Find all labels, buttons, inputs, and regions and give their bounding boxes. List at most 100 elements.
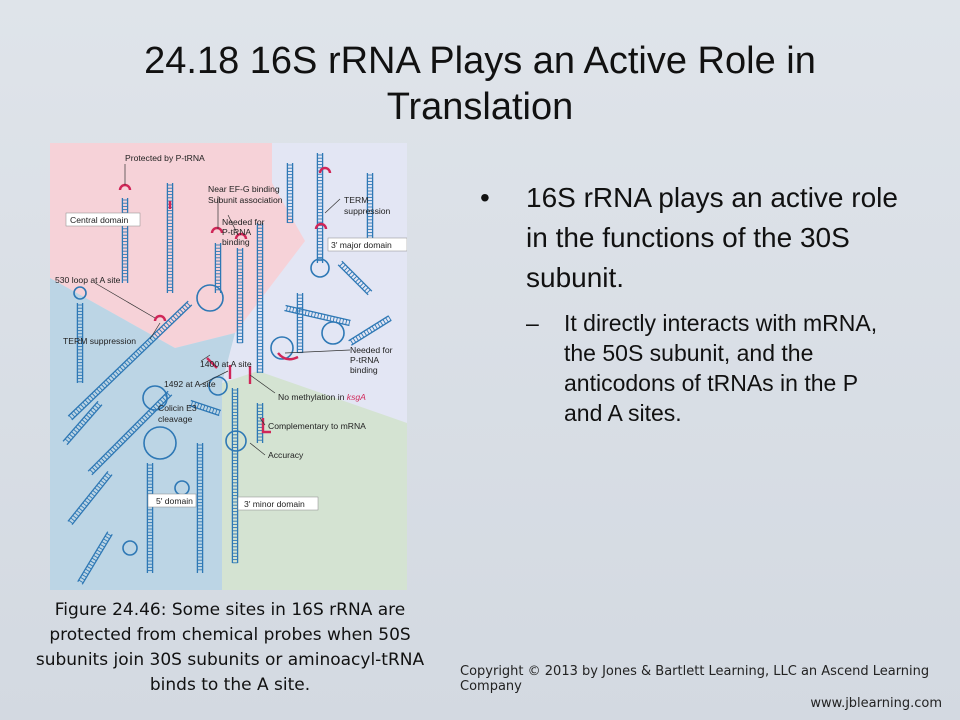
rrna-stem bbox=[256, 223, 264, 373]
base-pair bbox=[170, 317, 175, 323]
stem-strand bbox=[81, 534, 113, 585]
rrna-stem bbox=[76, 303, 84, 383]
base-pair bbox=[179, 308, 184, 314]
base-pair bbox=[75, 426, 80, 431]
rrna-stem bbox=[146, 463, 154, 573]
base-pair bbox=[310, 311, 313, 317]
base-pair bbox=[161, 326, 166, 331]
base-pair bbox=[80, 576, 86, 581]
base-pair bbox=[84, 500, 90, 505]
base-pair bbox=[64, 438, 70, 443]
base-pair bbox=[190, 401, 194, 407]
base-pair bbox=[298, 308, 301, 314]
base-pair bbox=[348, 320, 351, 326]
bullet-list: • 16S rRNA plays an active role in the f… bbox=[480, 178, 900, 428]
label-colicin-e3: Colicin E3 bbox=[158, 403, 197, 413]
base-pair bbox=[157, 401, 162, 406]
base-pair bbox=[148, 410, 153, 415]
base-pair bbox=[142, 344, 147, 349]
sub-bullet-item: – It directly interacts with mRNA, the 5… bbox=[526, 308, 900, 428]
sub-bullet-marker: – bbox=[526, 310, 539, 336]
bg-central-domain bbox=[50, 143, 305, 348]
label-1492-a-site: 1492 at A site bbox=[164, 379, 216, 389]
copyright-notice: Copyright © 2013 by Jones & Bartlett Lea… bbox=[460, 664, 942, 711]
base-pair bbox=[301, 309, 304, 315]
sub-bullet-text: It directly interacts with mRNA, the 50S… bbox=[564, 310, 878, 426]
base-pair bbox=[130, 428, 135, 433]
rrna-stem bbox=[214, 243, 222, 293]
base-pair bbox=[359, 282, 364, 287]
label-1400-a-site: 1400 at A site bbox=[200, 359, 252, 369]
base-pair bbox=[335, 317, 338, 323]
base-pair bbox=[68, 415, 73, 420]
base-pair bbox=[186, 302, 191, 307]
stem-strand bbox=[71, 304, 193, 421]
base-pair bbox=[217, 410, 221, 416]
stem-strand bbox=[77, 531, 109, 582]
base-pair bbox=[103, 538, 109, 542]
base-pair bbox=[90, 409, 95, 414]
base-pair bbox=[77, 424, 82, 429]
rrna-stem bbox=[366, 173, 374, 243]
base-pair bbox=[199, 404, 203, 410]
stem-strand bbox=[87, 390, 169, 472]
base-pair bbox=[110, 375, 115, 380]
base-pair bbox=[364, 287, 369, 292]
label-suppression: suppression bbox=[344, 206, 391, 216]
base-pair bbox=[387, 315, 392, 321]
rrna-loops bbox=[73, 258, 345, 556]
base-pair bbox=[96, 388, 101, 393]
label-complementary-mrna: Complementary to mRNA bbox=[268, 421, 366, 431]
base-pair bbox=[99, 543, 105, 548]
base-pair bbox=[289, 306, 292, 312]
rrna-stem bbox=[337, 260, 373, 296]
base-pair bbox=[70, 517, 76, 522]
base-pair bbox=[137, 348, 143, 354]
base-pair bbox=[371, 325, 376, 331]
base-pair bbox=[133, 353, 138, 358]
base-pair bbox=[92, 407, 97, 412]
base-pair bbox=[100, 384, 106, 389]
base-pair bbox=[82, 401, 87, 407]
base-pair bbox=[343, 266, 349, 272]
base-pair bbox=[382, 319, 387, 325]
label-central-domain: Central domain bbox=[70, 215, 128, 225]
base-pair bbox=[85, 568, 91, 573]
leader-lines bbox=[94, 164, 351, 456]
base-pair bbox=[352, 337, 357, 343]
base-pair bbox=[73, 410, 78, 416]
base-pair bbox=[139, 419, 144, 424]
base-pair bbox=[124, 361, 129, 367]
rrna-diagram: Protected by P-tRNA Central domain Near … bbox=[50, 143, 407, 590]
base-pair bbox=[159, 399, 164, 404]
base-pair bbox=[84, 399, 90, 404]
base-pair bbox=[348, 271, 353, 276]
base-pair bbox=[205, 406, 209, 412]
base-pair bbox=[114, 370, 120, 376]
base-pair bbox=[346, 269, 351, 274]
base-pair bbox=[100, 480, 106, 485]
base-pair bbox=[154, 333, 159, 338]
base-pair bbox=[184, 304, 189, 309]
base-pair bbox=[70, 412, 76, 418]
base-pair bbox=[167, 319, 173, 325]
protected-sites bbox=[118, 166, 332, 434]
base-pair bbox=[313, 312, 317, 318]
rrna-stems bbox=[62, 153, 392, 585]
stem-strand bbox=[62, 400, 99, 442]
base-pair bbox=[172, 315, 177, 320]
base-pair bbox=[385, 317, 389, 323]
base-pair bbox=[135, 350, 140, 356]
base-pair bbox=[104, 475, 110, 480]
base-pair bbox=[71, 431, 76, 436]
base-pair bbox=[121, 364, 126, 369]
base-pair bbox=[83, 571, 89, 575]
base-pair bbox=[166, 392, 171, 397]
base-pair bbox=[174, 313, 180, 318]
base-pair bbox=[98, 460, 103, 465]
label-p-trna-bottom: P-tRNA bbox=[350, 355, 379, 365]
base-pair bbox=[105, 453, 110, 458]
base-pair bbox=[116, 442, 121, 447]
stem-strand bbox=[348, 315, 389, 342]
rrna-stem bbox=[166, 183, 174, 293]
